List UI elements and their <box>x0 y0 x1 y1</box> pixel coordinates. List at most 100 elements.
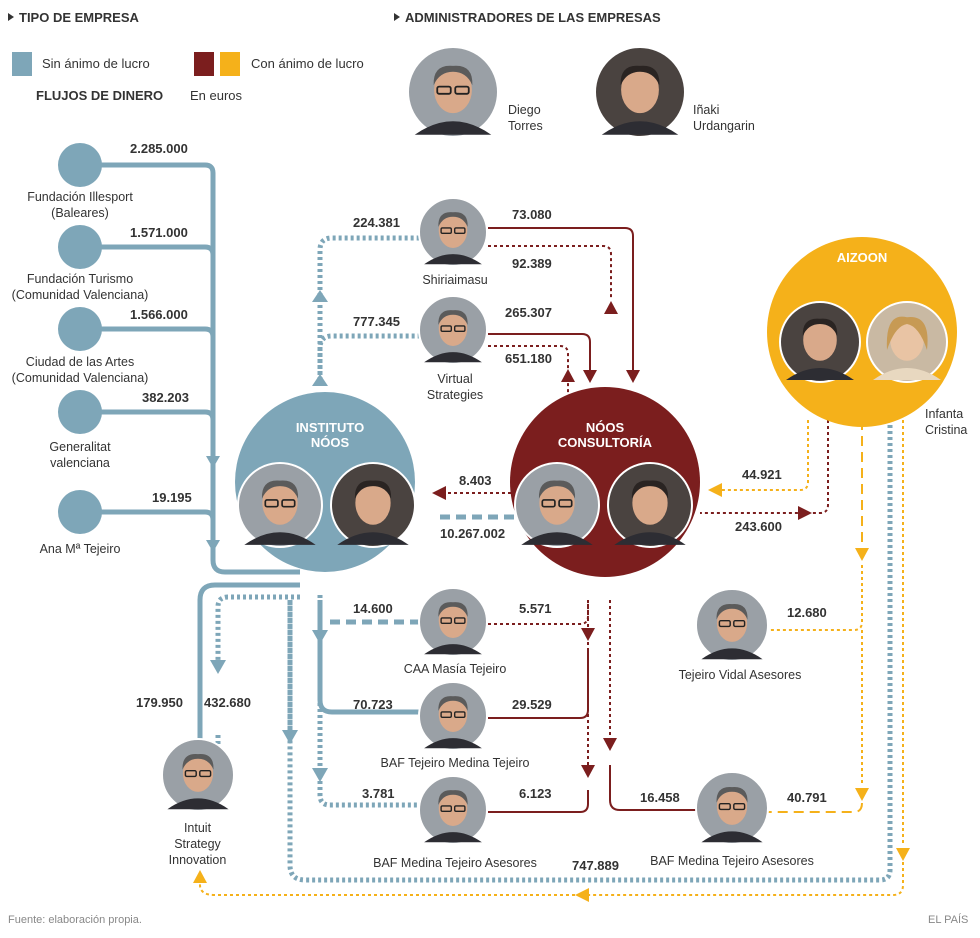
infanta-line1: Infanta <box>925 407 964 421</box>
sin-animo-swatch <box>12 52 32 76</box>
donor-ana-amount: 19.195 <box>152 490 192 505</box>
donor-illesport-line2: (Baleares) <box>51 206 109 220</box>
donor-ana: Ana Mª Tejeiro <box>0 541 160 557</box>
flow-baf1-instituto: 70.723 <box>353 697 393 712</box>
portrait-consultoria-diego <box>514 462 600 548</box>
portrait-tejeiro-vidal <box>695 588 769 662</box>
flow-instituto-consultoria: 10.267.002 <box>440 526 506 541</box>
donor-illesport-amount: 2.285.000 <box>130 141 188 156</box>
portrait-baf1 <box>418 681 488 751</box>
instituto-line1: INSTITUTO <box>295 420 365 435</box>
portrait-instituto-inaki <box>330 462 416 548</box>
flow-baf3-consultoria: 16.458 <box>640 790 680 805</box>
flow-caa-instituto: 14.600 <box>353 601 393 616</box>
portrait-aizoon-cristina <box>866 301 948 383</box>
donor-ana-line1: Ana Mª Tejeiro <box>39 542 121 556</box>
flow-intuit-to: 432.680 <box>204 695 251 710</box>
flow-intuit-from: 179.950 <box>136 695 183 710</box>
aizoon-label: AIZOON <box>836 250 888 265</box>
portrait-virtual <box>418 295 488 365</box>
baf1-label: BAF Tejeiro Medina Tejeiro <box>380 756 530 770</box>
portrait-consultoria-inaki <box>607 462 693 548</box>
admin-inaki-line1: Iñaki <box>693 103 720 117</box>
flow-bottom: 747.889 <box>572 858 619 873</box>
portrait-shiriaimasu <box>418 197 488 267</box>
unidad-label: En euros <box>190 88 243 103</box>
donor-artes-line1: Ciudad de las Artes <box>25 355 135 369</box>
flow-tejeiro-vidal: 12.680 <box>787 605 827 620</box>
baf3-label: BAF Medina Tejeiro Asesores <box>650 854 814 868</box>
shiriaimasu-label: Shiriaimasu <box>422 273 488 287</box>
flow-baf2-instituto: 3.781 <box>362 786 395 801</box>
donor-generalitat-line1: Generalitat <box>49 440 111 454</box>
portrait-inaki-urdangarin <box>594 46 686 138</box>
caa-label: CAA Masía Tejeiro <box>403 662 507 676</box>
portrait-baf2 <box>418 775 488 845</box>
tipo-empresa-header: TIPO DE EMPRESA <box>8 10 139 25</box>
infanta-line2: Cristina <box>925 423 968 437</box>
admin-inaki-line2: Urdangarin <box>693 119 755 133</box>
donor-turismo-line2: (Comunidad Valenciana) <box>11 288 149 302</box>
donor-illesport: Fundación Illesport (Baleares) <box>0 189 160 221</box>
virtual-line1: Virtual <box>437 372 473 386</box>
flow-virtual-from-consultoria: 265.307 <box>505 305 552 320</box>
flow-aizoon-consultoria: 44.921 <box>742 467 782 482</box>
footer-source: Fuente: elaboración propia. <box>8 914 142 926</box>
portrait-set <box>161 46 948 845</box>
consultoria-line2: CONSULTORÍA <box>557 435 653 450</box>
intuit-line1: Intuit <box>183 821 212 835</box>
flow-shiri-instituto: 224.381 <box>353 215 400 230</box>
donor-generalitat-line2: valenciana <box>50 456 110 470</box>
instituto-line2: NÓOS <box>310 435 350 450</box>
flujos-title: FLUJOS DE DINERO <box>36 88 164 103</box>
intuit-line2: Strategy <box>174 837 221 851</box>
flow-consultoria-aizoon: 243.600 <box>735 519 782 534</box>
virtual-line2: Strategies <box>426 388 484 402</box>
administradores-header: ADMINISTRADORES DE LAS EMPRESAS <box>394 10 661 25</box>
admin-diego-line2: Torres <box>508 119 543 133</box>
intuit-line3: Innovation <box>168 853 227 867</box>
donor-flows <box>80 162 300 575</box>
consultoria-line1: NÓOS <box>585 420 625 435</box>
flow-baf1-consultoria: 29.529 <box>512 697 552 712</box>
donor-turismo-amount: 1.571.000 <box>130 225 188 240</box>
flow-shiri-from-consultoria: 73.080 <box>512 207 552 222</box>
flow-virtual-to-consultoria: 651.180 <box>505 351 552 366</box>
portrait-instituto-diego <box>237 462 323 548</box>
portrait-baf3 <box>695 771 769 845</box>
portrait-diego-torres <box>407 46 499 138</box>
portrait-aizoon-inaki <box>779 301 861 383</box>
instituto-up-flows <box>317 235 420 380</box>
tipo-empresa-title: TIPO DE EMPRESA <box>19 10 139 25</box>
con-animo-swatch-red <box>194 52 214 76</box>
footer-brand: EL PAÍS <box>928 914 969 926</box>
administradores-title: ADMINISTRADORES DE LAS EMPRESAS <box>405 10 661 25</box>
flow-caa-consultoria: 5.571 <box>519 601 552 616</box>
donor-generalitat-amount: 382.203 <box>142 390 189 405</box>
donor-artes-line2: (Comunidad Valenciana) <box>11 371 149 385</box>
con-animo-swatch-yellow <box>220 52 240 76</box>
donor-artes-amount: 1.566.000 <box>130 307 188 322</box>
portrait-caa <box>418 587 488 657</box>
donor-artes: Ciudad de las Artes (Comunidad Valenciana… <box>0 354 160 386</box>
donor-generalitat: Generalitat valenciana <box>0 439 160 471</box>
flow-shiri-to-consultoria: 92.389 <box>512 256 552 271</box>
flow-virtual-instituto: 777.345 <box>353 314 400 329</box>
donor-illesport-line1: Fundación Illesport <box>27 190 133 204</box>
sin-animo-label: Sin ánimo de lucro <box>42 56 150 71</box>
admin-diego-line1: Diego <box>508 103 541 117</box>
donor-turismo: Fundación Turismo (Comunidad Valenciana) <box>0 271 160 303</box>
portrait-intuit <box>161 738 235 812</box>
flow-baf3-aizoon: 40.791 <box>787 790 827 805</box>
donor-circles <box>58 143 102 534</box>
flow-baf2-consultoria: 6.123 <box>519 786 552 801</box>
donor-turismo-line1: Fundación Turismo <box>26 272 134 286</box>
